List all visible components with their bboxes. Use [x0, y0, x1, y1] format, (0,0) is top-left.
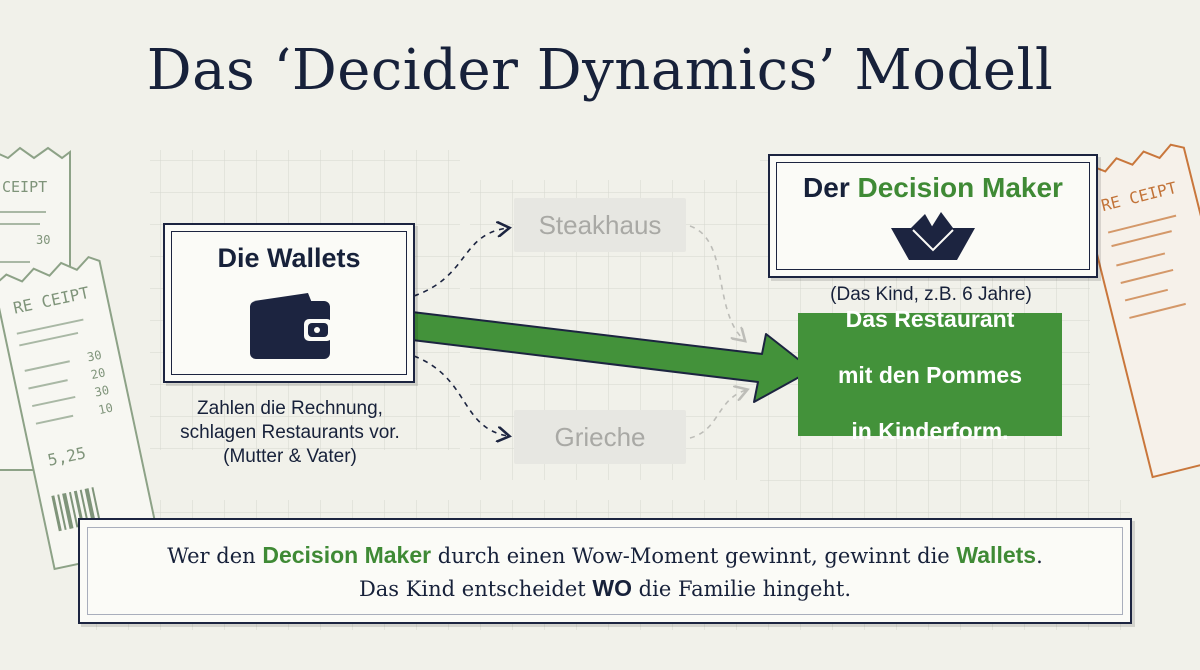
wallets-title: Die Wallets: [217, 243, 361, 273]
summary-line-2-wo: WO: [592, 575, 632, 601]
wallets-caption: Zahlen die Rechnung, schlagen Restaurant…: [140, 397, 440, 469]
target-restaurant-box: Das Restaurant mit den Pommes in Kinderf…: [798, 306, 1062, 444]
decision-maker-caption: (Das Kind, z.B. 6 Jahre): [830, 284, 1032, 305]
receipt-value-4: 10: [97, 401, 114, 418]
target-line-1: Das Restaurant: [845, 305, 1015, 332]
receipt-value-3: 30: [93, 383, 110, 400]
option-steakhaus: Steakhaus: [514, 198, 686, 252]
barcode: [51, 487, 101, 532]
summary-line-2-c: die Familie hingeht.: [632, 577, 852, 601]
target-restaurant-text: Das Restaurant mit den Pommes in Kinderf…: [810, 277, 1050, 473]
decision-maker-title-prefix: Der: [803, 172, 858, 203]
summary-line-1-e: .: [1036, 544, 1043, 568]
summary-text: Wer den Decision Maker durch einen Wow-M…: [80, 539, 1130, 605]
ghost-arrow-steakhaus: [689, 225, 744, 340]
receipt-left-back-value: 30: [36, 233, 50, 247]
wallets-card-inner-border: [171, 231, 407, 375]
decision-maker-title-highlight: Decision Maker: [857, 172, 1063, 203]
wallet-icon: [250, 293, 332, 359]
summary-line-2: Das Kind entscheidet WO die Familie hing…: [80, 572, 1130, 605]
page-title: Das ‘Decider Dynamics’ Modell: [146, 38, 1054, 103]
decision-maker-title: Der Decision Maker: [770, 172, 1096, 204]
target-line-3: in Kinderform.: [851, 417, 1009, 444]
receipt-left-back-header: CEIPT: [2, 178, 47, 196]
receipt-value-1: 30: [86, 348, 103, 365]
option-griechen: Grieche: [514, 410, 686, 464]
summary-line-1: Wer den Decision Maker durch einen Wow-M…: [80, 539, 1130, 572]
decision-maker-card-inner-border: [776, 162, 1090, 270]
decision-maker-card: Der Decision Maker: [768, 154, 1098, 278]
main-decision-arrow: [411, 311, 813, 403]
arrow-to-griechen: [413, 355, 508, 436]
target-line-2: mit den Pommes: [837, 361, 1023, 388]
wallets-caption-line-2: schlagen Restaurants vor.: [180, 422, 400, 443]
receipt-value-2: 20: [90, 365, 107, 382]
paper-boat-icon: [891, 212, 975, 260]
wallets-card: Die Wallets: [163, 223, 415, 383]
receipt-right: RE CEIPT: [1076, 143, 1200, 479]
summary-line-1-wallets: Wallets: [956, 542, 1037, 568]
wallets-caption-line-1: Zahlen die Rechnung,: [197, 398, 383, 419]
arrow-to-steakhaus: [413, 228, 508, 297]
summary-panel-inner-border: [87, 527, 1123, 615]
summary-line-1-decision-maker: Decision Maker: [262, 542, 432, 568]
summary-line-2-a: Das Kind entscheidet: [358, 577, 593, 601]
summary-line-1-a: Wer den: [167, 544, 263, 568]
summary-line-1-c: durch einen Wow-Moment gewinnt, gewinnt …: [431, 544, 957, 568]
summary-panel: Wer den Decision Maker durch einen Wow-M…: [78, 518, 1132, 624]
wallets-caption-line-3: (Mutter & Vater): [223, 446, 357, 467]
